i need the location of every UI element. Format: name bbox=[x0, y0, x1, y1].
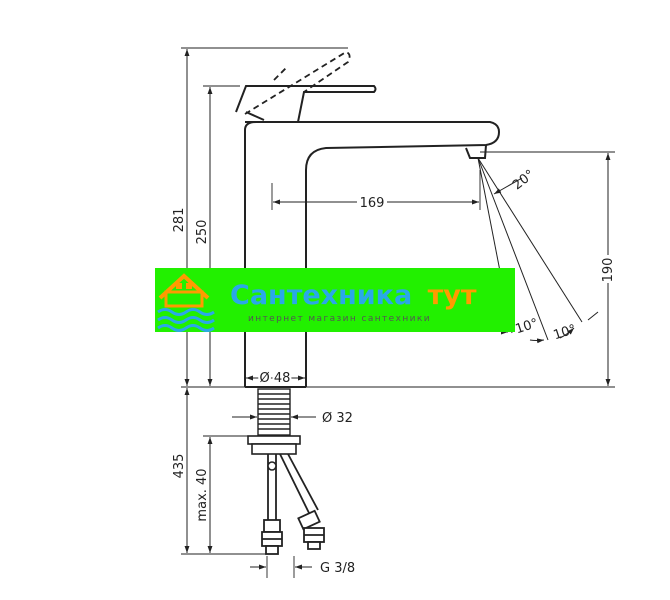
dim-281: 281 bbox=[172, 208, 187, 233]
dim-250: 250 bbox=[195, 220, 210, 245]
house-logo-icon bbox=[158, 273, 210, 308]
watermark-subtitle: интернет магазин сантехники bbox=[248, 314, 431, 324]
dim-diameter-48: Ø 48 bbox=[260, 371, 291, 386]
hose-ring bbox=[267, 461, 277, 471]
watermark: Сантехника тут интернет магазин сантехни… bbox=[155, 268, 515, 332]
threaded-shank bbox=[257, 388, 291, 436]
dimension-lines bbox=[184, 49, 611, 570]
dim-diameter-32: Ø 32 bbox=[322, 411, 353, 426]
watermark-title-part2: тут bbox=[428, 280, 477, 311]
angle-20: 20° bbox=[510, 167, 537, 193]
fixing-nut bbox=[247, 435, 301, 455]
angle-10-b: 10° bbox=[552, 322, 579, 343]
watermark-band bbox=[155, 268, 515, 332]
dim-435: 435 bbox=[172, 454, 187, 479]
watermark-title-part1: Сантехника bbox=[230, 280, 412, 311]
lever-raised-dashed bbox=[244, 51, 351, 115]
dim-g-3-8: G 3/8 bbox=[320, 561, 355, 576]
angle-10-a: 10° bbox=[514, 316, 541, 337]
dim-169: 169 bbox=[360, 196, 385, 211]
dim-max-40: max. 40 bbox=[195, 468, 210, 521]
extension-lines bbox=[181, 47, 615, 578]
watermark-title: Сантехника тут bbox=[230, 280, 477, 311]
waves-icon bbox=[157, 308, 215, 332]
dim-190: 190 bbox=[601, 258, 616, 283]
faucet-outline bbox=[235, 85, 501, 388]
